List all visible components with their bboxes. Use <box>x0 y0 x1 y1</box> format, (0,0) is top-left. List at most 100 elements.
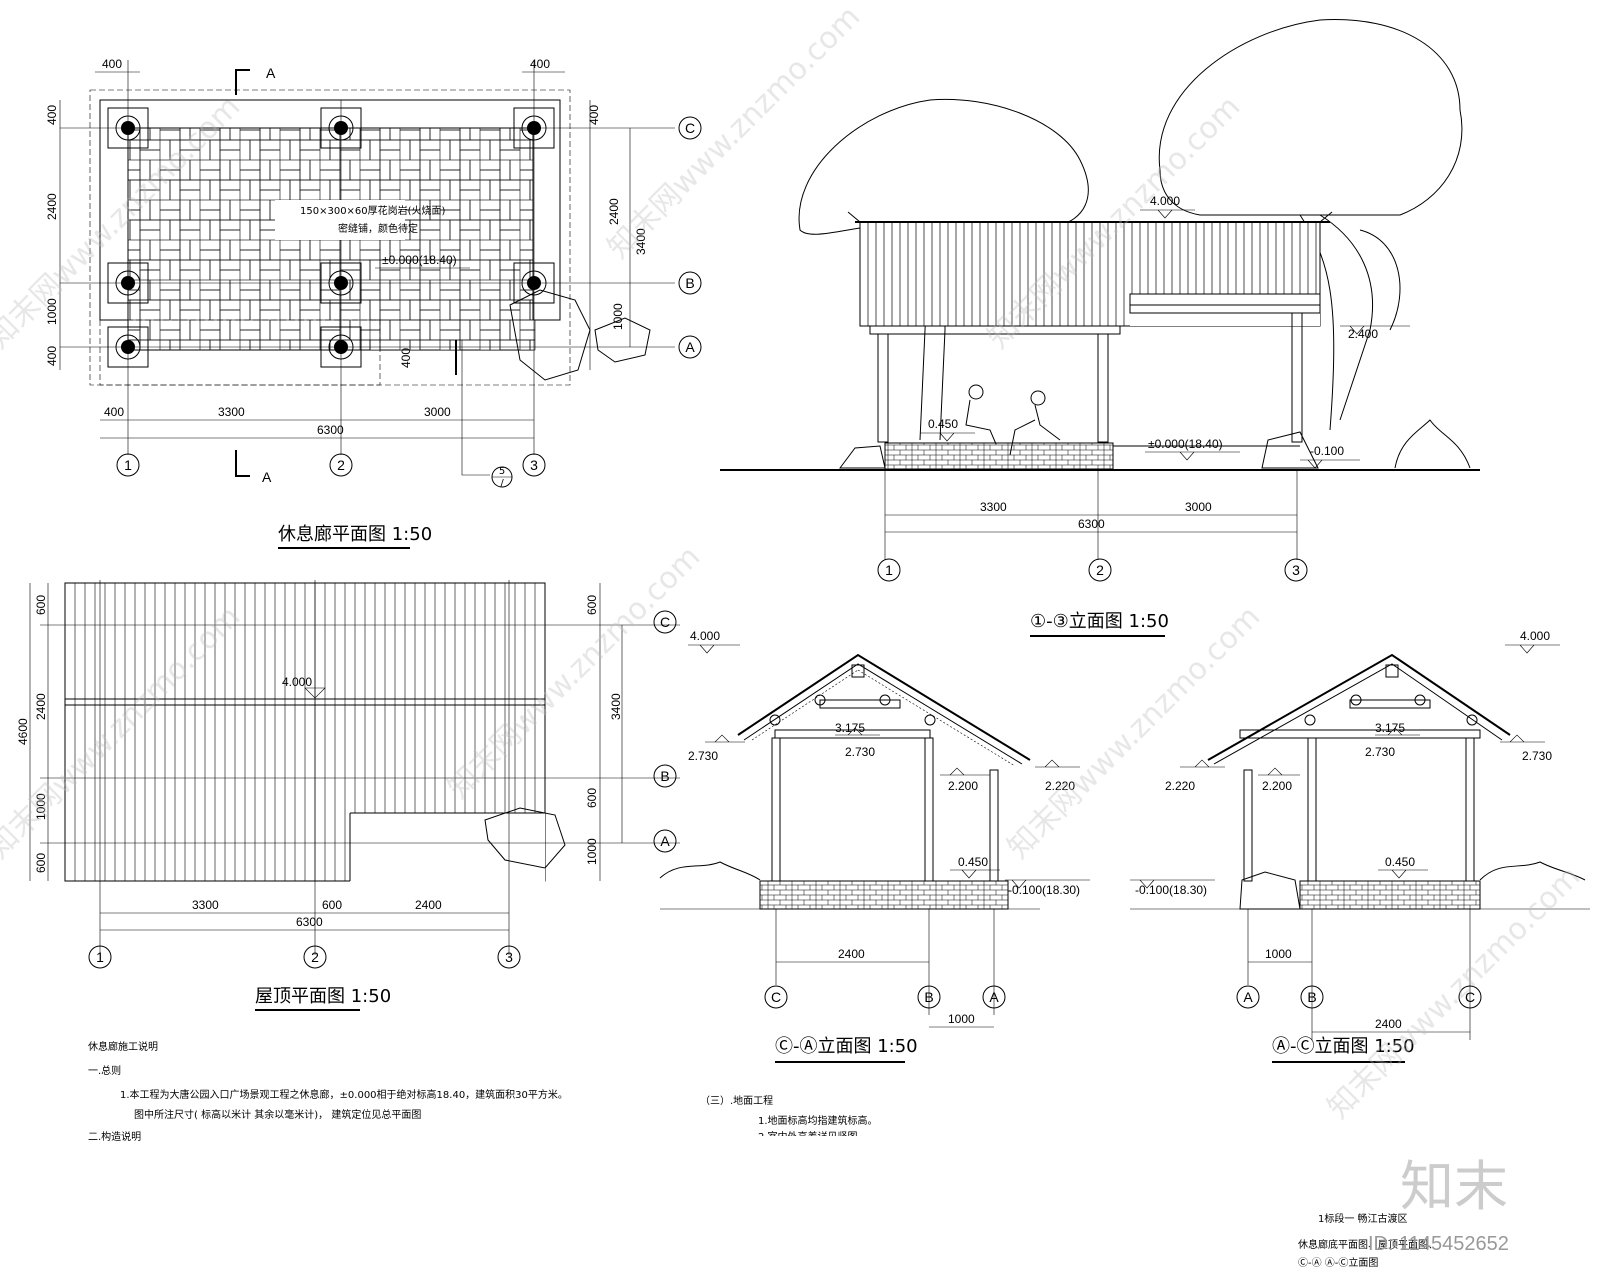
svg-text:C: C <box>660 614 670 630</box>
svg-text:/: / <box>500 478 504 489</box>
elevAC-dim: 2400 <box>1375 1017 1402 1031</box>
level-mark: 2.220 <box>1045 779 1075 793</box>
titleblock-line-1: 1标段一 畅江古渡区 <box>1318 1212 1408 1225</box>
elev13-dim: 3300 <box>980 500 1007 514</box>
plan-dim-bottom: 3300 <box>218 405 245 419</box>
svg-text:A: A <box>1243 989 1253 1005</box>
elev13-dim-total: 6300 <box>1078 517 1105 531</box>
axis-bubble: 2 <box>329 453 353 477</box>
axis-bubble: 1 <box>116 453 140 477</box>
elev13-base <box>884 442 1114 470</box>
svg-text:3: 3 <box>530 457 538 473</box>
watermark-brand: 知末 <box>1400 1155 1508 1218</box>
elevation-1-3: 4.000 2.400 0.450 ±0.000(18.40) -0.100 3… <box>720 19 1480 637</box>
roof-dim-left: 1000 <box>34 793 48 820</box>
elevation-a-c: 4.000 3.175 2.730 2.730 2.220 2.200 0.45… <box>1130 629 1590 1063</box>
axis-bubble: C <box>678 116 702 140</box>
roof-dim-left-total: 4600 <box>16 718 30 745</box>
svg-text:1: 1 <box>96 949 104 965</box>
notes-line-3: 1.地面标高均指建筑标高。 <box>758 1114 878 1127</box>
svg-text:A: A <box>685 339 695 355</box>
plan-elevation: ±0.000(18.40) <box>382 253 457 267</box>
axis-bubble: A <box>1236 985 1260 1009</box>
plan-rock <box>594 317 651 363</box>
svg-text:2: 2 <box>1096 562 1104 578</box>
elevAC-title: Ⓐ-Ⓒ立面图 1:50 <box>1272 1036 1415 1057</box>
svg-text:C: C <box>771 989 781 1005</box>
svg-text:A: A <box>262 469 272 485</box>
elev13-dim: 3000 <box>1185 500 1212 514</box>
roof-dim-bottom: 600 <box>322 898 342 912</box>
level-mark: 4.000 <box>690 629 720 643</box>
construction-notes: 休息廊施工说明 一.总则 1.本工程为大唐公园入口广场景观工程之休息廊，±0.0… <box>88 1040 878 1146</box>
roof-plan-title: 屋顶平面图 1:50 <box>255 986 391 1007</box>
level-mark: 4.000 <box>1520 629 1550 643</box>
axis-bubble: B <box>678 271 702 295</box>
elevAC-dim: 1000 <box>1265 947 1292 961</box>
svg-text:1: 1 <box>885 562 893 578</box>
plan-dim-right-total: 3400 <box>634 228 648 255</box>
level-mark: -0.100(18.30) <box>1135 883 1207 897</box>
level-mark: 2.730 <box>1522 749 1552 763</box>
section-mark-top: A <box>235 65 276 95</box>
plan-dim-right: 2400 <box>607 198 621 225</box>
roof-dim-right: 3400 <box>609 693 623 720</box>
plan-dim-left: 1000 <box>45 298 59 325</box>
svg-text:3: 3 <box>505 949 513 965</box>
axis-bubble: 1 <box>88 945 112 969</box>
elevCA-dim: 1000 <box>948 1012 975 1026</box>
plan-dim-right: 1000 <box>611 303 625 330</box>
roof-plan: 4.000 600 2400 1000 600 4600 600 3400 60… <box>16 580 680 1011</box>
svg-text:3: 3 <box>1292 562 1300 578</box>
svg-text:B: B <box>924 989 933 1005</box>
level-mark: -0.100 <box>1310 444 1344 458</box>
plan-dim-bottom-total: 6300 <box>317 423 344 437</box>
title-block: 1标段一 畅江古渡区 休息廊底平面图、屋顶平面图、 Ⓒ-Ⓐ Ⓐ-Ⓒ立面图 <box>1298 1212 1438 1269</box>
svg-text:C: C <box>685 120 695 136</box>
watermark-text: 知末网www.znzmo.com <box>1001 599 1267 865</box>
roof-dim-bottom: 2400 <box>415 898 442 912</box>
plan-title: 休息廊平面图 1:50 <box>278 524 432 545</box>
section-mark-bottom: A <box>235 450 272 485</box>
plan-outline-dashed <box>89 89 571 386</box>
plan-paving-lower <box>369 319 536 351</box>
roof-dim-left: 600 <box>34 853 48 873</box>
level-mark: 2.200 <box>948 779 978 793</box>
notes-line-1: 1.本工程为大唐公园入口广场景观工程之休息廊，±0.000相于绝对标高18.40… <box>120 1088 568 1101</box>
plan-lower-step <box>99 319 381 386</box>
watermark-id: ID: 1145452652 <box>1368 1233 1509 1255</box>
plan-dim-left: 400 <box>45 105 59 125</box>
axis-bubble: 2 <box>303 945 327 969</box>
elev13-title: ①-③立面图 1:50 <box>1030 611 1169 632</box>
roof-dim-right: 600 <box>585 788 599 808</box>
svg-text:A: A <box>989 989 999 1005</box>
notes-line-2: 图中所注尺寸( 标高以米计 其余以毫米计)， 建筑定位见总平面图 <box>134 1108 421 1121</box>
paving-note: 150×300×60厚花岗岩(火烧面) <box>300 204 446 217</box>
roof-ridge-elev: 4.000 <box>282 675 312 689</box>
axis-bubble: 3 <box>497 945 521 969</box>
notes-section-3: （三）.地面工程 <box>700 1094 773 1107</box>
level-mark: ±0.000(18.40) <box>1148 437 1223 451</box>
svg-text:5: 5 <box>499 466 505 477</box>
detail-reference: 5 / <box>491 466 513 489</box>
roof-dim-right: 1000 <box>585 838 599 865</box>
axis-bubble: A <box>653 829 677 853</box>
axis-bubble: 1 <box>877 558 901 582</box>
plan-dim-bottom: 3000 <box>424 405 451 419</box>
roof-dim-bottom-total: 6300 <box>296 915 323 929</box>
axis-bubble: 3 <box>1284 558 1308 582</box>
plan-dim-right: 400 <box>587 105 601 125</box>
level-mark: 0.450 <box>958 855 988 869</box>
plan-dim-top-right: 400 <box>530 57 550 71</box>
floor-plan: 150×300×60厚花岗岩(火烧面) 密缝铺，颜色待定 ±0.000(18.4… <box>45 57 702 549</box>
plan-dim-left: 400 <box>45 346 59 366</box>
svg-text:B: B <box>660 768 669 784</box>
roof-dim-right: 600 <box>585 595 599 615</box>
elevation-c-a: 4.000 3.175 2.730 2.730 2.200 2.220 0.45… <box>659 629 1090 1063</box>
level-mark: 2.730 <box>845 745 875 759</box>
axis-bubble: A <box>982 985 1006 1009</box>
notes-section-1: 一.总则 <box>88 1064 121 1077</box>
axis-bubble: 2 <box>1088 558 1112 582</box>
roof-dim-left: 2400 <box>34 693 48 720</box>
level-mark: 2.730 <box>688 749 718 763</box>
